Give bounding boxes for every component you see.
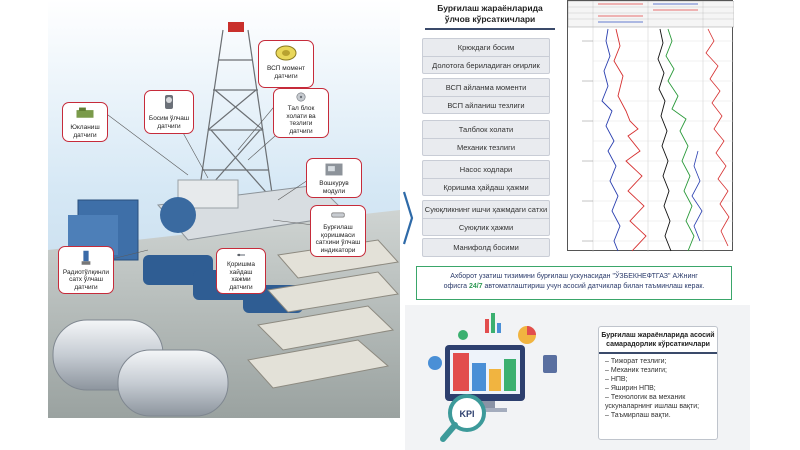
radar-level-sensor-callout: Радиотўлқинли сатх ўлчаш датчиги xyxy=(58,246,114,294)
chevron-right-icon xyxy=(402,191,414,245)
list-item: – Яширин НПВ; xyxy=(605,385,656,392)
bar-chart-icon xyxy=(485,313,501,333)
list-item: – Тижорат тезлиги; xyxy=(605,358,667,365)
note-line-2: офисга 24/7 автоматлаштириш учун асосий … xyxy=(443,283,705,290)
kpi-illustration: KPI xyxy=(428,313,557,442)
param-topdrive-rpm: ВСП айланиш тезлиги xyxy=(423,96,549,113)
log-traces xyxy=(567,0,735,252)
mud-level-indicator-callout: Бурғилаш қоришмаси сатхини ўлчаш индикат… xyxy=(310,205,366,257)
param-fluid-volume: Суюқлик ҳажми xyxy=(423,218,549,235)
pit-volume-sensor-callout: Қоришма хайдаш хажми датчиги xyxy=(216,248,266,294)
kpi-card: Бурғилаш жараёнларида асосий самарадорли… xyxy=(598,326,718,440)
param-hook-load: Крюкдаги босим xyxy=(457,43,515,52)
automation-note: Ахборот узатиш тизимини бурғилаш ускунас… xyxy=(416,266,732,300)
param-group-1: Крюкдаги босим Долотога бериладиган оғир… xyxy=(422,38,550,74)
list-item: – Технологик ва механик ускуналарнинг иш… xyxy=(605,394,700,410)
kpi-title: Бурғилаш жараёнларида асосий самарадорли… xyxy=(599,327,717,354)
list-item: – НПВ; xyxy=(605,376,628,383)
param-manifold-pressure: Манифолд босими xyxy=(453,243,519,252)
param-group-5: Суюқликнинг ишчи ҳажмдаги сатхи Суюқлик … xyxy=(422,200,550,236)
control-box-icon xyxy=(325,163,343,176)
param-group-2: ВСП айланма моменти ВСП айланиш тезлиги xyxy=(422,78,550,114)
param-rop: Механик тезлиги xyxy=(423,138,549,155)
param-pump-strokes: Насос ходлари xyxy=(459,165,513,174)
param-weight-on-bit: Долотога бериладиган оғирлик xyxy=(423,56,549,73)
well-log-chart xyxy=(567,0,735,252)
level-sensor-icon xyxy=(331,212,345,218)
pressure-sensor-callout: Босим ўлчаш датчиги xyxy=(144,90,194,134)
list-item: – Механик тезлиги; xyxy=(605,367,667,374)
param-block-position: Талблок холати xyxy=(458,125,514,134)
kpi-badge: KPI xyxy=(459,409,474,419)
load-cell-icon xyxy=(76,107,94,118)
param-flow-volume: Қоришма ҳайдаш ҳажми xyxy=(423,178,549,195)
param-pit-level: Суюқликнинг ишчи ҳажмдаги сатхи xyxy=(424,205,548,214)
talblock-sensor-callout: Тал блок холати ва тезлиги датчиги xyxy=(273,88,329,138)
gear-icon xyxy=(428,356,442,370)
note-line-1: Ахборот узатиш тизимини бурғилаш ускунас… xyxy=(450,273,698,280)
vsp-moment-sensor-callout: ВСП момент датчиги xyxy=(258,40,314,88)
param-group-4: Насос ходлари Қоришма ҳайдаш ҳажми xyxy=(422,160,550,196)
param-topdrive-torque: ВСП айланма моменти xyxy=(445,83,527,92)
pressure-gauge-icon xyxy=(165,95,173,109)
list-item: – Таъмирлаш вақти. xyxy=(605,412,671,419)
drilling-rig-illustration: ВСП момент датчиги Босим ўлчаш датчиги Ю… xyxy=(48,0,400,418)
lift-sensor-callout: Юкланиш датчиги xyxy=(62,102,108,142)
kpi-list: – Тижорат тезлиги; – Механик тезлиги; – … xyxy=(599,354,717,423)
note-highlight-24-7: 24/7 xyxy=(468,283,483,290)
calculator-icon xyxy=(543,355,557,373)
vsp-motor-icon xyxy=(275,45,297,61)
volume-sensor-icon xyxy=(237,253,245,257)
wellhead-module-callout: Вошкурув модули xyxy=(306,158,362,198)
param-group-6: Манифолд босими xyxy=(422,238,550,257)
radar-sensor-icon xyxy=(81,250,91,265)
magnifier-icon xyxy=(448,394,486,432)
encoder-icon xyxy=(296,92,306,102)
measurement-parameters-title: Бурғилаш жараёнларида ўлчов кўрсаткичлар… xyxy=(425,0,555,30)
param-group-3: Талблок холати Механик тезлиги xyxy=(422,120,550,156)
